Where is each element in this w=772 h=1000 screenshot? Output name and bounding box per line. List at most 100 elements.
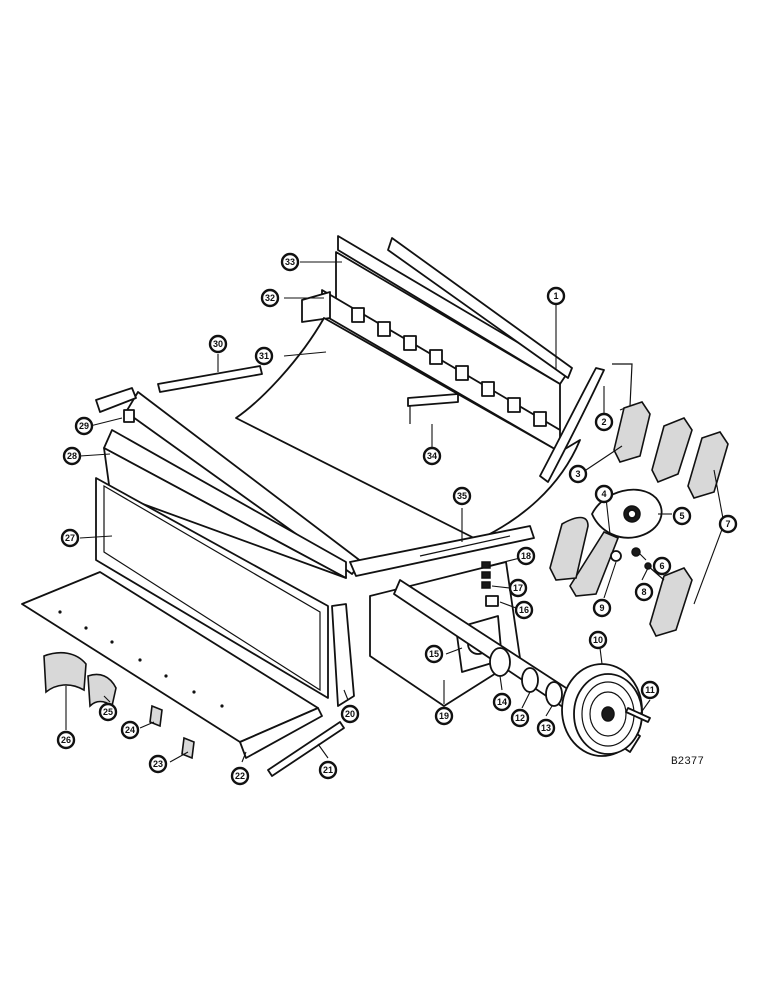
svg-text:11: 11: [645, 685, 655, 695]
part-22-floor-tray: [21, 571, 323, 759]
part-7-paddle-c: [687, 431, 729, 499]
callout-14: 14: [492, 692, 512, 712]
callout-35: 35: [452, 486, 472, 506]
part-27-deck-panel: [95, 477, 329, 699]
callout-25: 25: [98, 702, 118, 722]
part-3-paddle: [549, 516, 589, 581]
svg-text:13: 13: [541, 723, 551, 733]
callout-30: 30: [208, 334, 228, 354]
svg-text:28: 28: [67, 451, 77, 461]
svg-text:17: 17: [513, 583, 523, 593]
callout-18: 18: [516, 546, 536, 566]
part-23-tine: [181, 736, 195, 760]
leader-lines: [65, 261, 725, 763]
part-6-nut: [631, 547, 641, 557]
callout-29: 29: [74, 416, 94, 436]
callout-20: 20: [340, 704, 360, 724]
callout-27: 27: [60, 528, 80, 548]
svg-text:8: 8: [641, 587, 646, 597]
part-12-collar: [521, 667, 539, 693]
callout-33: 33: [280, 252, 300, 272]
callout-22: 22: [230, 766, 250, 786]
svg-text:7: 7: [725, 519, 730, 529]
svg-text:14: 14: [497, 697, 507, 707]
svg-text:31: 31: [259, 351, 269, 361]
part-24-tine: [149, 704, 163, 728]
callout-12: 12: [510, 708, 530, 728]
callout-8: 8: [634, 582, 654, 602]
part-7-paddle-d: [649, 567, 693, 637]
part-35-cross-rail: [349, 525, 535, 577]
callout-4: 4: [594, 484, 614, 504]
part-28-trough: [103, 391, 363, 579]
svg-text:12: 12: [515, 713, 525, 723]
svg-text:2: 2: [601, 417, 606, 427]
svg-text:33: 33: [285, 257, 295, 267]
callout-15: 15: [424, 644, 444, 664]
part-13-collar: [545, 681, 563, 707]
part-7-paddle-a: [613, 401, 651, 463]
tray-holes: [58, 610, 224, 708]
svg-text:18: 18: [521, 551, 531, 561]
part-26-tine: [43, 651, 87, 694]
drawing-code: B2377: [671, 756, 704, 768]
callout-28: 28: [62, 446, 82, 466]
callout-7: 7: [718, 514, 738, 534]
svg-text:4: 4: [601, 489, 606, 499]
callout-26: 26: [56, 730, 76, 750]
part-30-hook-bar: [95, 365, 263, 413]
callout-3: 3: [568, 464, 588, 484]
callout-2: 2: [594, 412, 614, 432]
callout-19: 19: [434, 706, 454, 726]
callout-13: 13: [536, 718, 556, 738]
svg-text:32: 32: [265, 293, 275, 303]
svg-text:6: 6: [659, 561, 664, 571]
callout-6: 6: [652, 556, 672, 576]
svg-text:24: 24: [125, 725, 135, 735]
svg-text:23: 23: [153, 759, 163, 769]
part-21-brace: [267, 721, 345, 777]
callout-11: 11: [640, 680, 660, 700]
svg-text:1: 1: [553, 291, 558, 301]
svg-text:10: 10: [593, 635, 603, 645]
callout-32: 32: [260, 288, 280, 308]
svg-text:30: 30: [213, 339, 223, 349]
callout-34: 34: [422, 446, 442, 466]
parts-16-17-18-spring-set: [481, 561, 499, 607]
callout-17: 17: [508, 578, 528, 598]
svg-text:25: 25: [103, 707, 113, 717]
part-9-washer: [610, 550, 622, 562]
callout-10: 10: [588, 630, 608, 650]
part-32-bracket-rail: [301, 289, 561, 453]
part-20-gusset: [331, 603, 355, 707]
svg-text:21: 21: [323, 765, 333, 775]
svg-text:35: 35: [457, 491, 467, 501]
svg-text:9: 9: [599, 603, 604, 613]
svg-text:16: 16: [519, 605, 529, 615]
callout-24: 24: [120, 720, 140, 740]
svg-text:27: 27: [65, 533, 75, 543]
rail-tabs: [351, 307, 547, 427]
callout-5: 5: [672, 506, 692, 526]
part-29-clip: [123, 409, 135, 423]
callout-31: 31: [254, 346, 274, 366]
svg-text:5: 5: [679, 511, 684, 521]
part-7-paddle-b: [651, 417, 693, 484]
part-14-collar: [489, 647, 511, 677]
callout-23: 23: [148, 754, 168, 774]
svg-text:22: 22: [235, 771, 245, 781]
part-34-strap: [407, 393, 459, 424]
part-33-top-bar: [337, 235, 573, 385]
svg-text:20: 20: [345, 709, 355, 719]
svg-text:34: 34: [427, 451, 437, 461]
part-10-pulley: [561, 663, 643, 757]
part-11-key: [625, 707, 651, 723]
callout-21: 21: [318, 760, 338, 780]
svg-text:15: 15: [429, 649, 439, 659]
svg-text:3: 3: [575, 469, 580, 479]
svg-text:26: 26: [61, 735, 71, 745]
callout-1: 1: [546, 286, 566, 306]
callout-16: 16: [514, 600, 534, 620]
svg-text:29: 29: [79, 421, 89, 431]
